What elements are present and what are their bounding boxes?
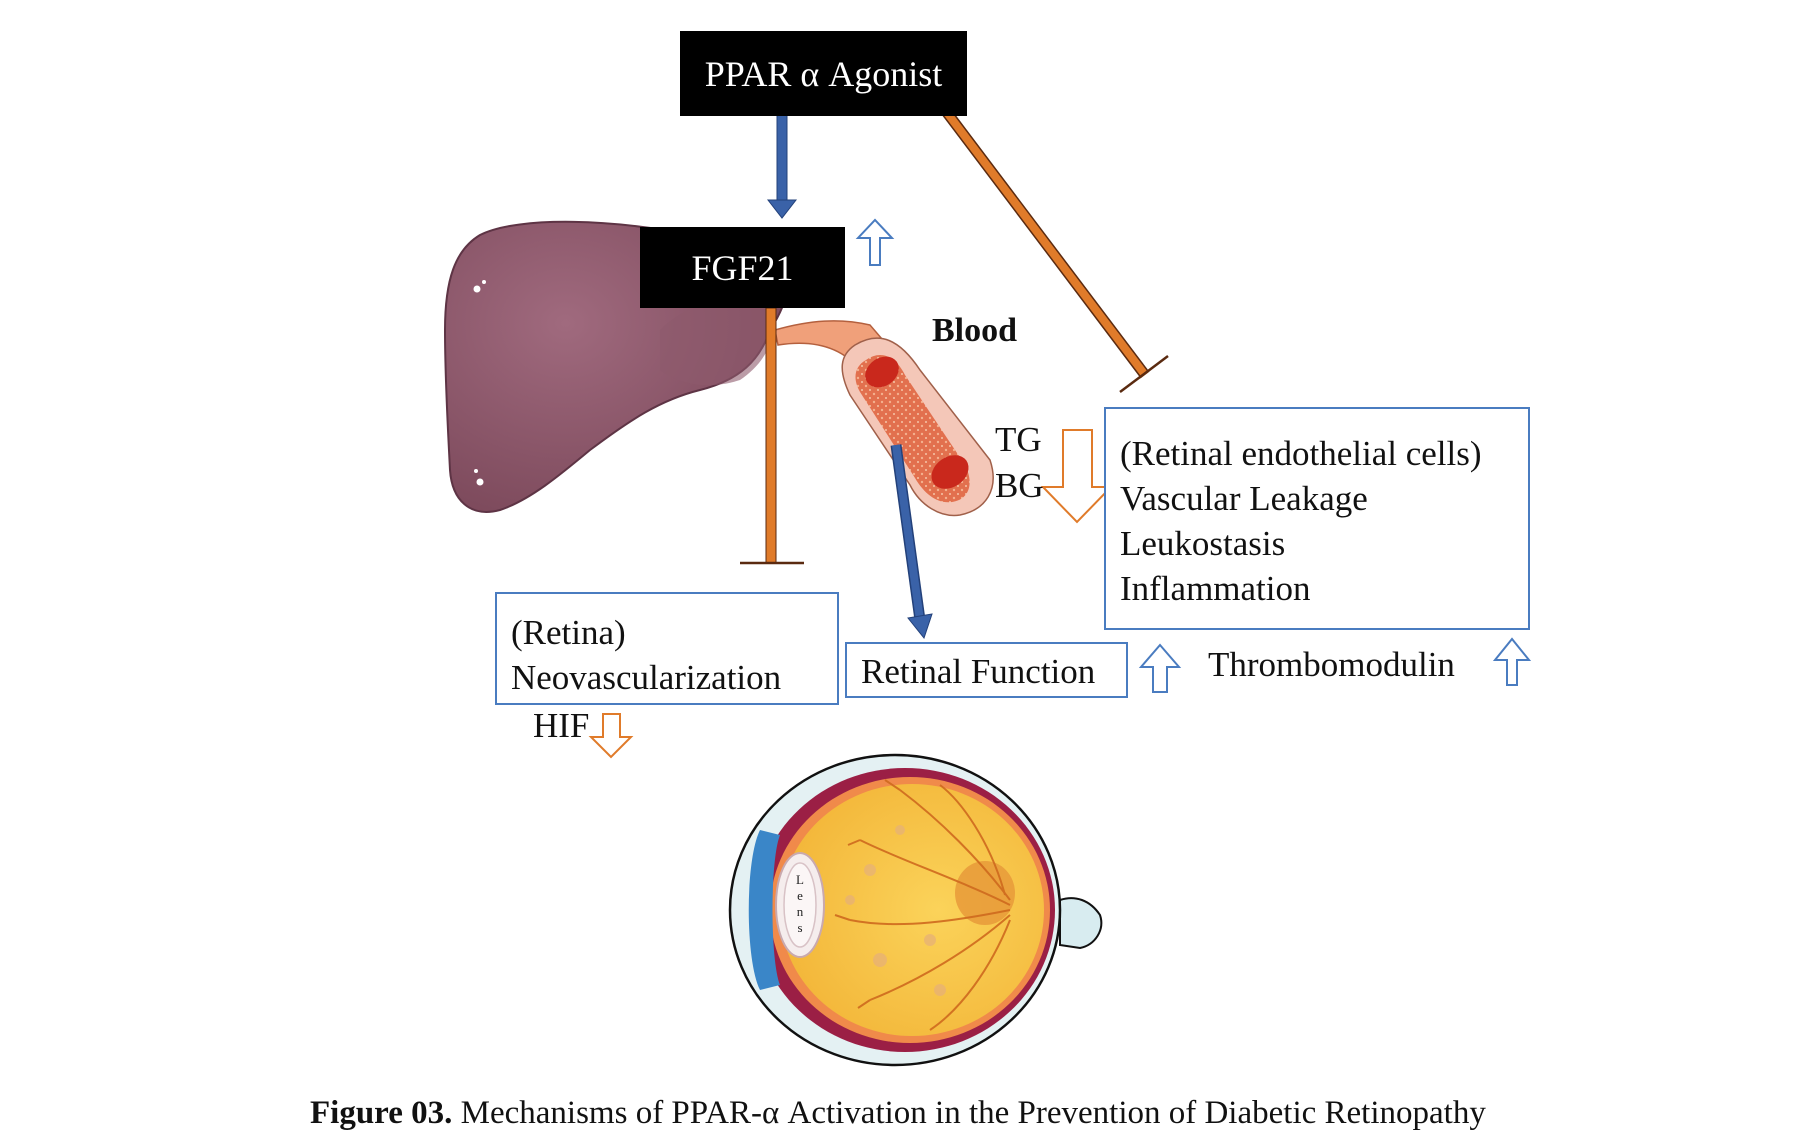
- figure-title: Mechanisms of PPAR-α Activation in the P…: [452, 1095, 1486, 1131]
- down-arrow-tg-bg-icon: [1040, 429, 1114, 524]
- neovascularization-item: Neovascularization: [511, 658, 782, 697]
- bg-label: BG: [995, 466, 1044, 505]
- lens-label: L e n s: [796, 872, 804, 935]
- ppar-alpha-agonist-box: PPAR α Agonist: [680, 31, 967, 116]
- tg-label: TG: [995, 420, 1042, 459]
- retina-heading: (Retina): [511, 613, 626, 652]
- leukostasis-item: Leukostasis: [1120, 524, 1286, 563]
- eye-illustration: [728, 753, 1103, 1067]
- retina-neovascularization-box: (Retina) Neovascularization: [495, 592, 839, 705]
- retinal-function-box: Retinal Function: [845, 642, 1128, 698]
- figure-caption: Figure 03. Mechanisms of PPAR-α Activati…: [310, 1095, 1486, 1132]
- blood-vessel-illustration: [774, 320, 994, 517]
- up-arrow-fgf21-icon: [855, 218, 895, 266]
- down-arrow-hif-icon: [588, 713, 634, 759]
- figure-number: Figure 03.: [310, 1095, 453, 1131]
- activation-arrow-agonist-to-fgf21: [766, 114, 798, 219]
- inhibition-line-agonist-to-endothelial: [940, 106, 1169, 393]
- retinal-function-label: Retinal Function: [861, 652, 1096, 691]
- up-arrow-retinal-function-icon: [1138, 643, 1182, 693]
- vascular-leakage-item: Vascular Leakage: [1120, 479, 1368, 518]
- svg-text:n: n: [797, 904, 804, 919]
- hif-label: HIF: [533, 706, 590, 745]
- svg-text:s: s: [797, 920, 802, 935]
- activation-arrow-blood-to-retinal-function: [890, 444, 933, 640]
- svg-text:L: L: [796, 872, 804, 887]
- fgf21-box: FGF21: [640, 227, 845, 308]
- svg-text:e: e: [797, 888, 803, 903]
- endothelial-heading: (Retinal endothelial cells): [1120, 434, 1482, 473]
- retinal-endothelial-cells-box: (Retinal endothelial cells) Vascular Lea…: [1104, 407, 1530, 630]
- thrombomodulin-label: Thrombomodulin: [1208, 645, 1455, 684]
- ppar-alpha-agonist-label: PPAR α Agonist: [704, 53, 943, 94]
- inflammation-item: Inflammation: [1120, 569, 1311, 608]
- inhibition-line-fgf21-to-neovascularization: [740, 307, 804, 565]
- fgf21-label: FGF21: [691, 247, 794, 288]
- up-arrow-thrombomodulin-icon: [1492, 637, 1532, 686]
- blood-label: Blood: [932, 312, 1018, 349]
